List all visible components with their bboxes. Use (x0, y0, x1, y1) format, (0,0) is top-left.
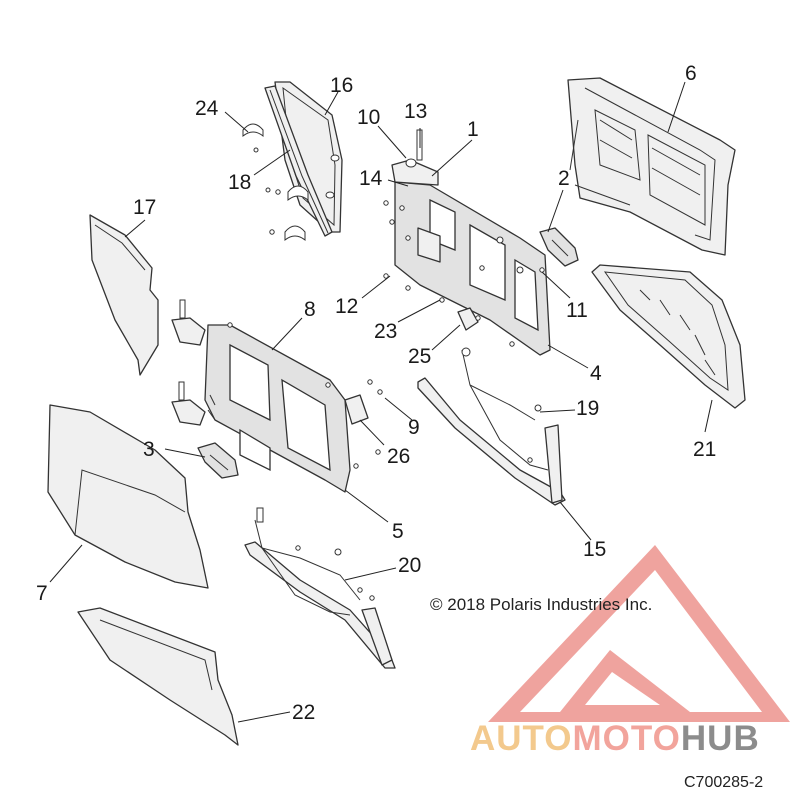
callout-8: 8 (304, 298, 316, 321)
callout-11: 11 (566, 299, 588, 322)
callout-25: 25 (408, 345, 431, 368)
callout-6: 6 (685, 62, 697, 85)
fasteners (227, 189, 545, 601)
part-3-handle (197, 442, 239, 479)
callout-15: 15 (583, 538, 606, 561)
part-2-handle (539, 227, 579, 267)
callouts: 1 2 3 4 5 6 7 8 9 10 11 12 13 14 15 16 1… (36, 62, 716, 724)
callout-7: 7 (36, 582, 48, 605)
callout-18: 18 (228, 171, 251, 194)
callout-13: 13 (404, 100, 427, 123)
part-6-door-panel (567, 77, 736, 256)
part-16-glass (274, 81, 343, 233)
callout-4: 4 (590, 362, 602, 385)
part-4-upper-frame (394, 181, 551, 356)
callout-17: 17 (133, 196, 156, 219)
part-22-kick-panel (77, 607, 239, 746)
callout-22: 22 (292, 701, 315, 724)
callout-9: 9 (408, 416, 420, 439)
callout-16: 16 (330, 74, 353, 97)
callout-21: 21 (693, 438, 716, 461)
part-5-lower-frame (204, 324, 351, 493)
callout-26: 26 (387, 445, 410, 468)
callout-19: 19 (576, 397, 599, 420)
part-17-trim (89, 214, 159, 376)
part-7-outer-panel (47, 404, 209, 589)
watermark-auto: AUTO (470, 719, 573, 758)
callout-3: 3 (143, 438, 155, 461)
callout-24: 24 (195, 97, 219, 120)
part-26-plate (344, 394, 369, 425)
callout-10: 10 (357, 106, 380, 129)
diagram-code: C700285-2 (684, 774, 763, 791)
part-20-tube-frame (244, 507, 396, 669)
watermark: AUTOMOTOHUB (470, 545, 790, 758)
callout-5: 5 (392, 520, 404, 543)
callout-12: 12 (335, 295, 358, 318)
callout-23: 23 (374, 320, 397, 343)
frame-hinges (171, 299, 206, 426)
watermark-moto: MOTO (573, 719, 681, 758)
callout-2: 2 (558, 167, 570, 190)
callout-14: 14 (359, 167, 383, 190)
copyright-text: © 2018 Polaris Industries Inc. (430, 595, 652, 614)
watermark-inner-triangle (560, 650, 690, 712)
part-18-seal (264, 85, 333, 237)
part-15-tube-frame (417, 347, 566, 506)
watermark-triangle (488, 545, 790, 722)
callout-20: 20 (398, 554, 421, 577)
leader-lines (49, 81, 713, 723)
part-24-clips (242, 123, 309, 242)
part-25-plate (457, 307, 479, 331)
svg-text:AUTOMOTOHUB: AUTOMOTOHUB (470, 719, 760, 758)
callout-1: 1 (467, 118, 479, 141)
part-21-lower-panel (591, 264, 746, 409)
watermark-hub: HUB (681, 719, 760, 758)
